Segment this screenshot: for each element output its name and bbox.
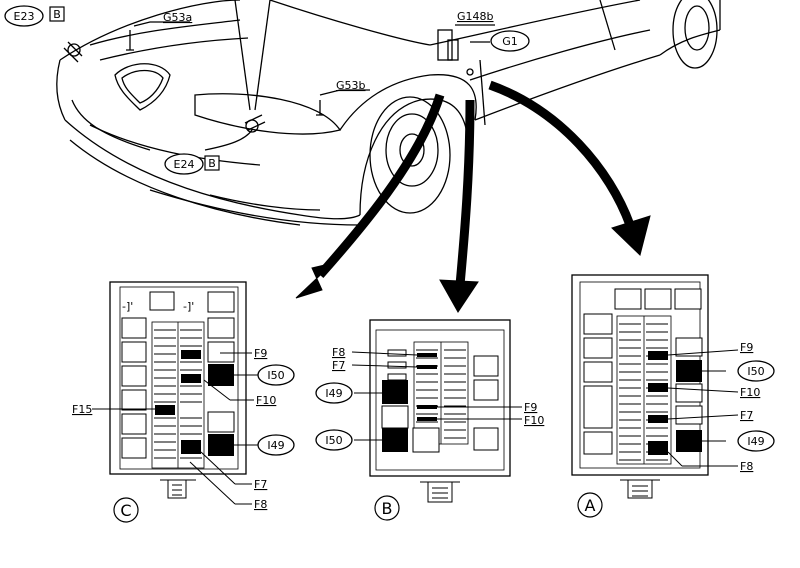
- label-f9-a: F9: [740, 341, 753, 354]
- g53a-label: G53a: [163, 11, 192, 24]
- label-i49-c: I49: [267, 439, 284, 452]
- e23-label: E23: [14, 10, 35, 23]
- e23-callout: [4, 5, 44, 27]
- svg-text:-]': -]': [122, 300, 133, 313]
- fuse-f7-a: [648, 415, 668, 423]
- relay-i49-a: [676, 430, 702, 452]
- fuse-f9-a: [648, 351, 668, 360]
- arrow-to-b-icon: [439, 279, 479, 313]
- arrow-to-c-icon: [295, 262, 335, 299]
- fuse-f8-b: [417, 353, 437, 357]
- fuse-f15-c: [155, 405, 175, 415]
- label-i50-c: I50: [267, 369, 284, 382]
- location-arrows: [295, 80, 651, 313]
- fuse-f10-b: [417, 417, 437, 421]
- g148b-label: G148b: [457, 10, 494, 23]
- relay-i50-a: [676, 360, 702, 382]
- label-f10-c: F10: [256, 394, 276, 407]
- label-f8-b: F8: [332, 346, 345, 359]
- label-i49-a: I49: [747, 435, 764, 448]
- g53b-label: G53b: [336, 79, 366, 92]
- e24-tag: B: [208, 157, 216, 170]
- e24-callout: [164, 153, 204, 175]
- fuse-f9-c: [181, 350, 201, 359]
- fuse-f9-b: [417, 405, 437, 409]
- relay-i49-b: [382, 380, 408, 404]
- relay-i49-c: [208, 434, 234, 456]
- svg-text:-]': -]': [183, 300, 194, 313]
- label-i50-b: I50: [325, 434, 342, 447]
- fuse-f7-b: [417, 365, 437, 369]
- fuse-f7-c: [181, 440, 201, 454]
- fuse-panel-b: F8 F7 F9 F10 I49 I50 B: [315, 319, 544, 521]
- e23-tag: B: [53, 8, 61, 21]
- panel-letter-a: A: [585, 496, 596, 515]
- fuse-panel-c: -]' -]': [72, 281, 295, 523]
- fuse-f10-a: [648, 383, 668, 392]
- relay-i50-c: [208, 364, 234, 386]
- label-f9-b: F9: [524, 401, 537, 414]
- panel-letter-c: C: [120, 501, 131, 520]
- label-f10-a: F10: [740, 386, 760, 399]
- fuse-f8-a: [648, 441, 668, 455]
- label-f9-c: F9: [254, 347, 267, 360]
- car-labels: E23 B G53a G53b G148b G1 E24 B: [4, 5, 530, 175]
- label-f7-a: F7: [740, 409, 753, 422]
- label-f7-c: F7: [254, 478, 267, 491]
- panel-letter-b: B: [382, 499, 393, 518]
- fuse-panel-a: F9 F10 F7 F8 I50 I49 A: [571, 274, 775, 518]
- label-f8-c: F8: [254, 498, 267, 511]
- e24-label: E24: [174, 158, 195, 171]
- g1-label: G1: [502, 35, 518, 48]
- label-f10-b: F10: [524, 414, 544, 427]
- relay-i50-b: [382, 428, 408, 452]
- g1-callout: [490, 30, 530, 52]
- car-illustration: [56, 0, 721, 226]
- label-i49-b: I49: [325, 387, 342, 400]
- label-f8-a: F8: [740, 460, 753, 473]
- fuse-f10-c: [181, 374, 201, 383]
- label-f15-c: F15: [72, 403, 92, 416]
- label-i50-a: I50: [747, 365, 764, 378]
- arrow-to-a-icon: [611, 215, 651, 256]
- label-f7-b: F7: [332, 359, 345, 372]
